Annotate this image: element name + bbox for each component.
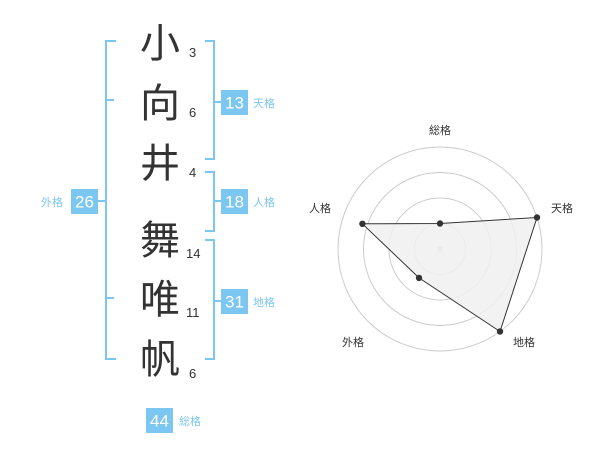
tenkaku-value: 13 bbox=[225, 94, 244, 113]
name-breakdown: 小 向 井 舞 唯 帆 3 6 4 14 11 6 13 天格 18 人格 31… bbox=[41, 21, 275, 433]
tenkaku-label: 天格 bbox=[253, 96, 275, 110]
gaikaku-badge: 外格 26 bbox=[41, 189, 98, 214]
chikaku-badge: 31 地格 bbox=[221, 289, 275, 314]
gaikaku-value: 26 bbox=[75, 193, 94, 212]
stroke-count-6: 6 bbox=[189, 366, 196, 381]
radar-plot bbox=[361, 216, 538, 333]
radar-point-3 bbox=[496, 328, 504, 335]
radar-point-1 bbox=[436, 220, 444, 227]
name-char-3: 井 bbox=[140, 141, 180, 187]
radar-axis-labels: 総格 天格 地格 外格 人格 bbox=[309, 123, 573, 349]
radar-label-gaikaku: 外格 bbox=[342, 335, 364, 349]
radar-point-2 bbox=[533, 214, 541, 221]
soukaku-value: 44 bbox=[150, 412, 169, 431]
stroke-count-5: 11 bbox=[186, 305, 200, 320]
radar-label-tenkaku: 天格 bbox=[551, 201, 573, 215]
stroke-count-3: 4 bbox=[189, 165, 196, 180]
gaikaku-label: 外格 bbox=[41, 195, 63, 209]
tenkaku-bracket bbox=[205, 40, 222, 160]
radar-label-chikaku: 地格 bbox=[513, 335, 535, 349]
gaikaku-bracket bbox=[98, 40, 116, 360]
name-char-4: 舞 bbox=[140, 218, 180, 264]
tenkaku-badge: 13 天格 bbox=[221, 90, 275, 115]
radar-chart: 総格 天格 地格 外格 人格 bbox=[309, 123, 573, 352]
stroke-count-1: 3 bbox=[189, 45, 196, 60]
chikaku-label: 地格 bbox=[253, 295, 275, 309]
jinkaku-value: 18 bbox=[225, 193, 244, 212]
radar-label-jinkaku: 人格 bbox=[309, 201, 331, 215]
jinkaku-label: 人格 bbox=[253, 195, 275, 209]
name-char-5: 唯 bbox=[140, 277, 180, 323]
radar-point-5 bbox=[359, 220, 366, 227]
radar-ring bbox=[337, 146, 543, 352]
radar-points bbox=[359, 214, 541, 335]
radar-label-soukaku: 総格 bbox=[429, 123, 451, 137]
name-char-1: 小 bbox=[140, 21, 180, 67]
radar-series-polygon bbox=[361, 216, 538, 333]
jinkaku-badge: 18 人格 bbox=[221, 189, 275, 214]
chikaku-value: 31 bbox=[225, 293, 244, 312]
name-char-6: 帆 bbox=[140, 337, 180, 383]
name-char-2: 向 bbox=[140, 81, 180, 127]
stroke-count-4: 14 bbox=[186, 246, 200, 261]
radar-point-4 bbox=[415, 274, 423, 282]
jinkaku-bracket bbox=[205, 171, 222, 232]
chikaku-bracket bbox=[205, 239, 222, 360]
stroke-count-2: 6 bbox=[189, 105, 196, 120]
soukaku-label: 総格 bbox=[179, 414, 201, 428]
soukaku-badge: 44 総格 bbox=[146, 408, 201, 433]
